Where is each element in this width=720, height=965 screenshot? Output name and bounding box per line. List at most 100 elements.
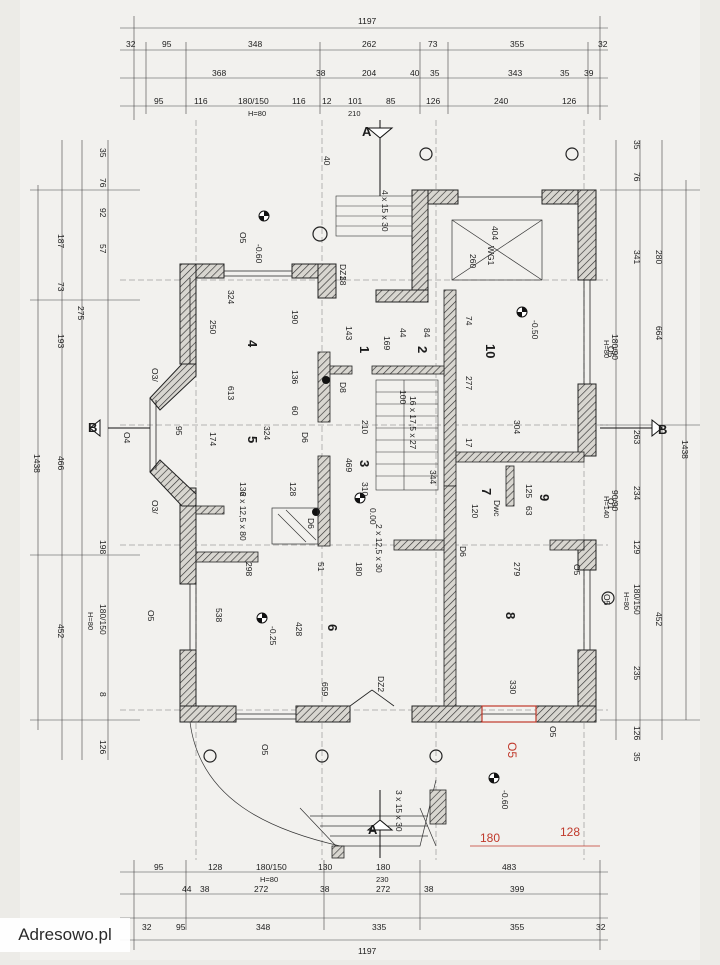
inner-dim: 428 xyxy=(294,622,304,636)
watermark-logo: Adresowo.pl xyxy=(0,918,130,952)
inner-dim: 136 xyxy=(238,482,248,496)
dim-right-4: 280 xyxy=(654,250,664,264)
level-marker-icon xyxy=(258,210,270,222)
dim-bottom-r3-5: 355 xyxy=(510,922,524,932)
dim-bottom-r2-2: 38 xyxy=(200,884,210,894)
level-value: -0.50 xyxy=(530,320,540,340)
inner-dim: 84 xyxy=(422,328,432,338)
fixtures xyxy=(271,219,543,545)
interior-dimensions: 324 250 613 324 95 174 404 260 143 44 84… xyxy=(174,156,534,696)
inner-dim: 277 xyxy=(464,376,474,390)
inner-dim: 38 xyxy=(338,276,348,286)
dim-top-r2-6: 343 xyxy=(508,68,522,78)
dim-left-16: 8 xyxy=(98,692,108,697)
dim-bottom-r2-3: 272 xyxy=(254,884,268,894)
inner-dim: 298 xyxy=(244,562,254,576)
inner-dim: 125 xyxy=(524,484,534,498)
level-marker-icon xyxy=(488,772,500,784)
right-dimension-lines xyxy=(600,140,700,740)
inner-dim: 51 xyxy=(316,562,326,572)
inner-dim: 100 xyxy=(398,390,408,404)
bottom-dimension-lines xyxy=(120,860,608,950)
dim-left-1: 35 xyxy=(98,148,108,158)
level-marker-icon xyxy=(516,306,528,318)
top-dimension-lines xyxy=(120,16,608,120)
dim-bottom-r3-2: 95 xyxy=(176,922,186,932)
dim-left-10: 1438 xyxy=(32,454,42,473)
inner-dim: 260 xyxy=(468,254,478,268)
inner-dim: 74 xyxy=(464,316,474,326)
top-dimension-values: 1197 32 95 348 262 73 355 32 368 38 204 … xyxy=(126,16,608,118)
dim-left-11: 198 xyxy=(98,540,108,554)
room-9: 9 xyxy=(537,494,552,501)
dim-right-10: 234 xyxy=(632,486,642,500)
window-tag: O5 xyxy=(548,726,558,738)
stair-note: 3 x 15 x 30 xyxy=(394,790,404,832)
door-tag: D6 xyxy=(458,546,468,557)
level-value: 0.00 xyxy=(368,508,378,525)
inner-dim: 169 xyxy=(382,336,392,350)
window-tag: O3/ xyxy=(150,368,160,382)
dim-top-h80: H=80 xyxy=(248,109,266,118)
door-tag: D8 xyxy=(338,382,348,393)
inner-dim: 143 xyxy=(344,326,354,340)
dim-right-11: 90/90 xyxy=(610,490,620,512)
bottom-dimension-values: 95 128 180/150 130 180 483 H=80 230 44 3… xyxy=(142,862,606,956)
dim-bottom-5: 180 xyxy=(376,862,390,872)
dim-bottom-r2-7: 399 xyxy=(510,884,524,894)
dim-left-5: 57 xyxy=(98,244,108,254)
room-numbers: 4 5 1 2 3 10 7 9 6 8 xyxy=(245,340,552,631)
exterior-walls xyxy=(149,189,597,723)
dim-top-5: 73 xyxy=(428,39,438,49)
dim-right-13: 129 xyxy=(632,540,642,554)
dim-right-14: 180/150 xyxy=(632,584,642,615)
dim-top-2: 95 xyxy=(162,39,172,49)
dim-right-16: 452 xyxy=(654,612,664,626)
inner-dim: 344 xyxy=(428,470,438,484)
dim-right-18: 126 xyxy=(632,726,642,740)
columns xyxy=(203,147,615,763)
level-marker-icon xyxy=(256,612,268,624)
dim-top-r2-5: 35 xyxy=(430,68,440,78)
dim-top-210: 210 xyxy=(348,109,361,118)
stair-note: 16 x 17,5 x 27 xyxy=(408,396,418,450)
dim-top-r2-1: 368 xyxy=(212,68,226,78)
door-tag: D6 xyxy=(300,432,310,443)
dim-left-6: 73 xyxy=(56,282,66,292)
room-2: 2 xyxy=(415,346,430,353)
dim-top-r3-2: 116 xyxy=(194,96,208,106)
door-tag: DZ1 xyxy=(338,264,348,280)
dim-top-1: 32 xyxy=(126,39,136,49)
dim-bottom-r2-1: 44 xyxy=(182,884,192,894)
room-8: 8 xyxy=(503,612,518,619)
dim-right-17: 235 xyxy=(632,666,642,680)
room-3: 3 xyxy=(357,460,372,467)
level-value: -0.60 xyxy=(500,790,510,810)
inner-dim: 304 xyxy=(512,420,522,434)
red-notes: O5 180 128 xyxy=(470,742,600,847)
inner-dim: 330 xyxy=(508,680,518,694)
window-tags: O5 O4 O3/ O3/ O5 O5 O1 O5 O5 O5 O5 xyxy=(122,232,616,756)
left-dimension-lines xyxy=(30,140,140,760)
dim-right-5: 180/90 xyxy=(610,334,620,360)
dim-left-8: 193 xyxy=(56,334,66,348)
dim-right-1: 35 xyxy=(632,140,642,150)
dim-left-2: 76 xyxy=(98,178,108,188)
window-tag: O5 xyxy=(606,346,616,358)
inner-dim: 95 xyxy=(174,426,184,436)
section-label-b-left: B xyxy=(88,420,97,435)
dim-top-r3-4: 116 xyxy=(292,96,306,106)
dim-overall-top: 1197 xyxy=(358,16,377,26)
stair-note: 2 x 12,5 x 80 xyxy=(238,492,248,541)
red-note: O5 xyxy=(505,742,519,758)
window-tag: O1 xyxy=(606,498,616,510)
left-dimension-values: 35 76 92 187 57 73 275 193 466 1438 198 … xyxy=(32,148,108,754)
inner-dim: 60 xyxy=(290,406,300,416)
dim-top-r3-6: 101 xyxy=(348,96,362,106)
inner-dim: 279 xyxy=(512,562,522,576)
door-tags: DZ1 D8 D6 D6 D6 DZ2 Dwc WG1 xyxy=(300,246,502,692)
dim-left-9: 466 xyxy=(56,456,66,470)
level-marker-icon xyxy=(354,492,366,504)
dim-bottom-r3-6: 32 xyxy=(596,922,606,932)
